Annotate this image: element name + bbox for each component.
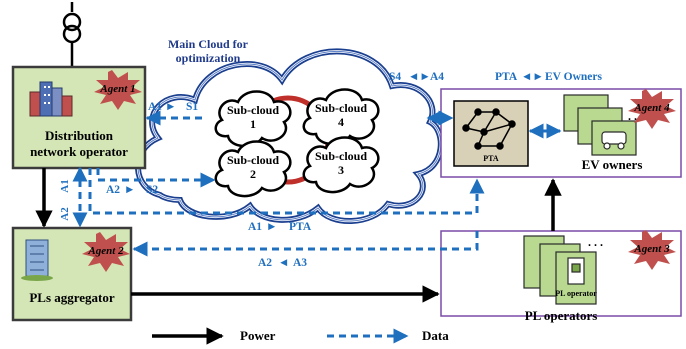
agent-4-badge: Agent 4: [628, 89, 676, 129]
svg-text:Sub-cloud: Sub-cloud: [315, 149, 367, 163]
svg-text:3: 3: [338, 163, 344, 177]
pta-node: PTA: [453, 100, 529, 167]
svg-text:Agent 2: Agent 2: [87, 245, 124, 257]
svg-text:◄►: ◄►: [521, 71, 544, 83]
ev-charger-icons: . . .: [563, 94, 643, 156]
data-arrows: [72, 110, 562, 257]
svg-text:►: ►: [266, 221, 277, 233]
flow-labels: A1 ► S1 A2 ► S2 S4 ◄► A4 PTA ◄► EV Owner…: [106, 71, 602, 269]
pl-operators-label: PL operators: [525, 308, 598, 323]
svg-text:A2: A2: [258, 257, 272, 269]
subcloud-4: Sub-cloud 4: [302, 88, 380, 146]
network-icon: [462, 108, 516, 150]
svg-text:1: 1: [250, 117, 256, 131]
cloud-title-2: optimization: [176, 51, 241, 65]
svg-text:Agent 1: Agent 1: [99, 83, 135, 95]
svg-text:◄►: ◄►: [408, 71, 431, 83]
svg-text:►: ►: [124, 184, 135, 196]
svg-text:Agent 4: Agent 4: [633, 102, 670, 114]
dno-label-1: Distribution: [45, 128, 114, 143]
svg-text:A1: A1: [248, 221, 262, 233]
agent-3-badge: Agent 3: [628, 230, 676, 270]
subcloud-3: Sub-cloud 3: [302, 136, 380, 194]
vertical-label-a1: A1: [59, 179, 71, 192]
pl-operator-cards-icon: PL operator . . .: [523, 235, 603, 305]
subcloud-2: Sub-cloud 2: [214, 140, 292, 198]
cloud-title: Main Cloud for: [168, 37, 249, 51]
svg-text:PTA: PTA: [289, 221, 312, 233]
svg-text:A4: A4: [430, 71, 444, 83]
svg-text:2: 2: [250, 167, 256, 181]
legend-power-label: Power: [240, 328, 276, 343]
svg-text:S1: S1: [186, 101, 198, 113]
svg-text:►: ►: [165, 101, 176, 113]
svg-text:A3: A3: [293, 257, 307, 269]
svg-text:A1: A1: [148, 101, 162, 113]
svg-text:. . .: . . .: [588, 235, 603, 249]
dno-label-2: network operator: [30, 144, 128, 159]
svg-text:S4: S4: [389, 71, 401, 83]
ev-owners-label: EV owners: [582, 157, 643, 172]
svg-text:Sub-cloud: Sub-cloud: [315, 101, 367, 115]
legend: Power Data: [152, 327, 449, 345]
office-building-icon: [21, 239, 53, 281]
svg-text:A2: A2: [106, 184, 120, 196]
svg-text:Agent 3: Agent 3: [633, 243, 670, 255]
aggregator-label: PLs aggregator: [29, 290, 115, 305]
pta-label: PTA: [483, 154, 499, 163]
legend-data-label: Data: [422, 328, 449, 343]
agent-1-badge: Agent 1: [94, 70, 142, 110]
buildings-icon: [29, 81, 73, 117]
transformer-icon: [62, 2, 82, 66]
agent-2-badge: Agent 2: [82, 232, 130, 272]
svg-text:PTA: PTA: [495, 71, 518, 83]
svg-text:Sub-cloud: Sub-cloud: [227, 103, 279, 117]
svg-text:S2: S2: [146, 184, 158, 196]
subcloud-1: Sub-cloud 1: [214, 90, 292, 148]
vertical-label-a2: A2: [59, 207, 71, 221]
svg-text:EV Owners: EV Owners: [545, 71, 602, 83]
svg-text:Sub-cloud: Sub-cloud: [227, 153, 279, 167]
svg-text:4: 4: [338, 115, 344, 129]
svg-text:PL operator: PL operator: [555, 289, 597, 298]
power-arrows: [35, 168, 562, 303]
svg-text:◄: ◄: [278, 257, 289, 269]
